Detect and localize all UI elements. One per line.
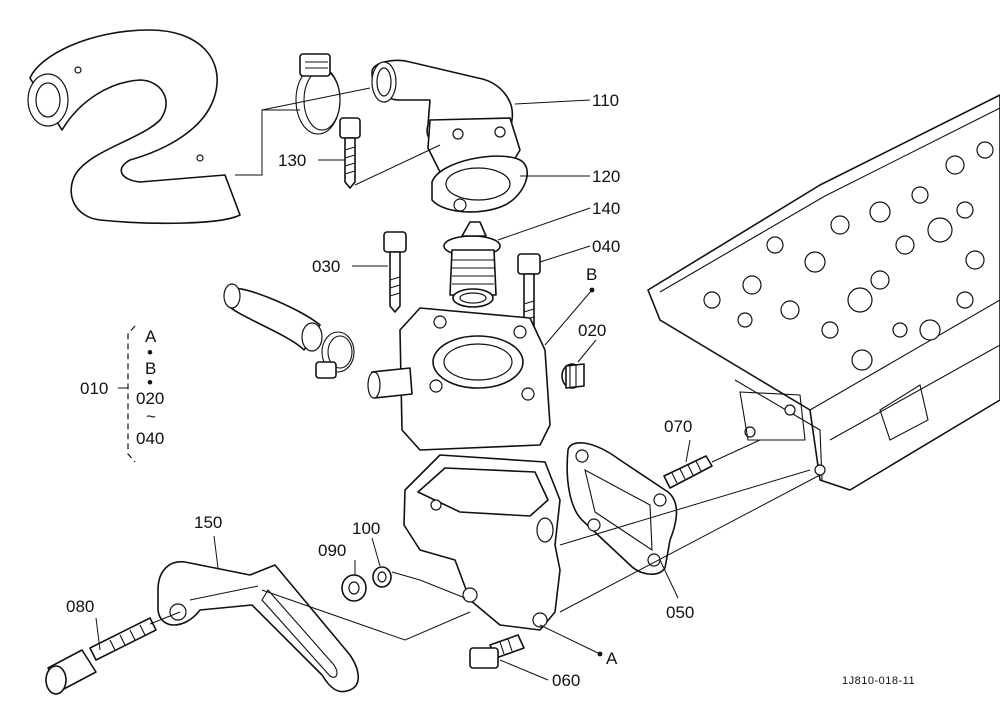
plug-part-020 (561, 363, 585, 389)
stud-part-070 (663, 455, 713, 489)
callout-110: 110 (592, 91, 619, 110)
bypass-hose (223, 283, 323, 352)
bolt-part-130 (339, 117, 361, 189)
callout-100: 100 (352, 519, 380, 538)
bracket-sep-2: • (147, 373, 153, 392)
bolt-part-060 (469, 634, 525, 669)
callout-020: 020 (578, 321, 606, 340)
callout-030: 030 (312, 257, 340, 276)
coolant-hose (27, 29, 241, 225)
water-flange-body (403, 454, 561, 631)
callout-150: 150 (194, 513, 222, 532)
assembly-bracket (118, 325, 136, 463)
bolt-part-080 (45, 617, 157, 695)
callout-080: 080 (66, 597, 94, 616)
callout-120: 120 (592, 167, 620, 186)
bracket-line-020: 020 (136, 389, 164, 408)
hose-clamp-top (295, 53, 341, 135)
hose-clamp-small (315, 331, 355, 379)
thermostat-part-140 (443, 221, 501, 308)
bracket-sep-1: • (147, 343, 153, 362)
nut-part-090 (341, 574, 367, 602)
bracket-tilde: ~ (146, 407, 156, 426)
callout-050: 050 (666, 603, 694, 622)
callout-060: 060 (552, 671, 580, 690)
callout-130: 130 (278, 151, 306, 170)
cylinder-head (647, 94, 1000, 491)
gasket-part-050 (566, 442, 678, 575)
callout-010: 010 (80, 379, 108, 398)
reference-a: A (606, 649, 618, 668)
reference-b: B (586, 265, 597, 284)
bracket-line-b: B (145, 359, 156, 378)
bracket-line-040: 040 (136, 429, 164, 448)
callout-040: 040 (592, 237, 620, 256)
callout-070: 070 (664, 417, 692, 436)
thermostat-housing-part-010 (367, 307, 551, 451)
bolt-part-030 (383, 231, 407, 313)
callout-090: 090 (318, 541, 346, 560)
bracket-line-a: A (145, 327, 157, 346)
gasket-part-120 (431, 155, 529, 213)
callout-140: 140 (592, 199, 620, 218)
bracket-part-150 (157, 561, 360, 693)
drawing-code: 1J810-018-11 (842, 675, 915, 687)
washer-part-100 (372, 566, 392, 588)
